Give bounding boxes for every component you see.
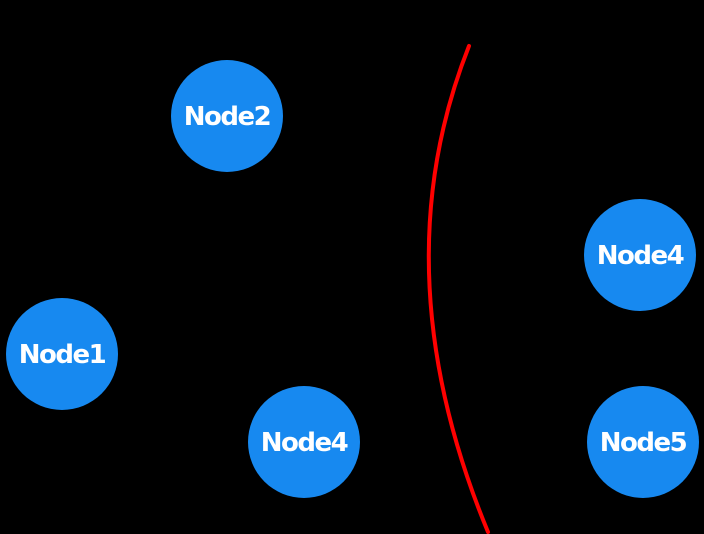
graph-node-node1[interactable]: Node1	[6, 298, 118, 410]
node-circle[interactable]	[248, 386, 360, 498]
graph-node-node4-right[interactable]: Node4	[584, 199, 696, 311]
node-label: Node1	[19, 340, 106, 370]
graph-node-node2[interactable]: Node2	[171, 60, 283, 172]
node-circle[interactable]	[584, 199, 696, 311]
partition-curve	[426, 44, 490, 534]
graph-node-node5[interactable]: Node5	[587, 386, 699, 498]
graph-node-node4-center[interactable]: Node4	[248, 386, 360, 498]
node-label: Node4	[597, 241, 684, 271]
node-circle[interactable]	[587, 386, 699, 498]
node-circle[interactable]	[171, 60, 283, 172]
node-circle[interactable]	[6, 298, 118, 410]
node-label: Node4	[261, 428, 348, 458]
node-label: Node5	[600, 428, 687, 458]
node-label: Node2	[184, 102, 270, 132]
